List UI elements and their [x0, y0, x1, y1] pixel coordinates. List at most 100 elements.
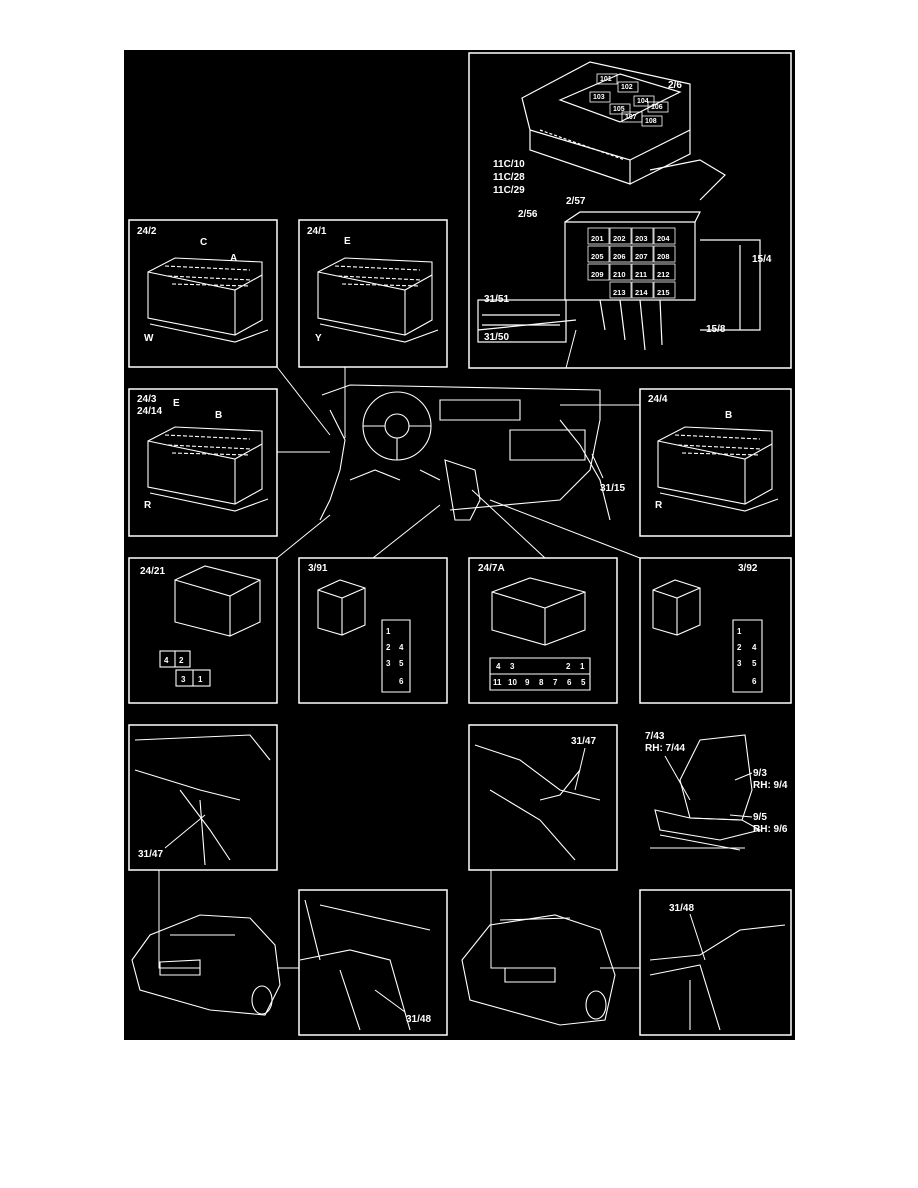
car-right-illustration — [461, 914, 616, 1026]
pin-24-7a-top-3: 3 — [510, 662, 515, 671]
ecu-relay-104: 104 — [637, 98, 649, 105]
pin-24-21-4: 4 — [164, 656, 169, 665]
car-left-illustration — [131, 914, 281, 1016]
pin-3-91-5: 5 — [399, 659, 404, 668]
leader-lines — [158, 329, 641, 969]
connector-24-7a — [489, 577, 591, 691]
ground-label-right-bottom: 31/48 — [669, 903, 694, 914]
fuse-box-illustration — [477, 61, 761, 351]
relay-209-cell — [587, 263, 610, 281]
ecu-relay-103-cell — [589, 91, 611, 103]
label-2-57: 2/57 — [566, 196, 586, 207]
relay-205: 205 — [591, 252, 604, 261]
relay-210-cell — [609, 263, 632, 281]
panel-ground-left-bottom — [298, 889, 448, 1036]
pin-24-7a-bottom-11: 11 — [493, 678, 502, 687]
relay-215: 215 — [657, 288, 670, 297]
pin-3-92-2: 2 — [737, 643, 742, 652]
panel-24-2-letter-w: W — [144, 333, 154, 344]
label-2-56: 2/56 — [518, 209, 538, 220]
relay-201-cell — [587, 227, 610, 245]
ecu-relay-102: 102 — [621, 84, 633, 91]
relay-207-cell — [631, 245, 654, 263]
panel-24-3-title2: 24/14 — [137, 406, 162, 417]
pin-24-7a-top-4: 4 — [496, 662, 501, 671]
relay-213: 213 — [613, 288, 626, 297]
pin-3-91-2: 2 — [386, 643, 391, 652]
diagram-background — [124, 50, 795, 1040]
seat-label-7-43: 7/43 — [645, 731, 665, 742]
ground-label-right-top: 31/47 — [571, 736, 596, 747]
relay-208-cell — [653, 245, 676, 263]
pin-labels: 4 2 3 1 1 2 3 4 5 6 4 3 2 1 11 10 9 8 7 … — [164, 627, 757, 687]
pin-3-91-1: 1 — [386, 627, 391, 636]
pin-24-21-1: 1 — [198, 675, 203, 684]
panel-24-4 — [639, 388, 792, 537]
ecu-relay-105: 105 — [613, 106, 625, 113]
relay-206-cell — [609, 245, 632, 263]
connector-3-92 — [652, 579, 763, 693]
relay-212-cell — [653, 263, 676, 281]
label-11c-10: 11C/10 — [493, 159, 525, 170]
relay-204-cell — [653, 227, 676, 245]
pin-24-7a-bottom-9: 9 — [525, 678, 530, 687]
ground-label-left-top: 31/47 — [138, 849, 163, 860]
relay-202: 202 — [613, 234, 626, 243]
relay-206: 206 — [613, 252, 626, 261]
panel-24-3-letter-b: B — [215, 410, 222, 421]
pin-3-92-4: 4 — [752, 643, 757, 652]
panel-24-3 — [128, 388, 278, 537]
panel-24-21-title: 24/21 — [140, 566, 165, 577]
panel-24-1-letter-e: E — [344, 236, 351, 247]
panel-ground-right-bottom — [639, 889, 792, 1036]
relay-211-cell — [631, 263, 654, 281]
relay-204: 204 — [657, 234, 670, 243]
label-11c-29: 11C/29 — [493, 185, 525, 196]
relay-214-cell — [631, 281, 654, 299]
seat-label-rh-9-4: RH: 9/4 — [753, 780, 788, 791]
ground-label-left-bottom: 31/48 — [406, 1014, 431, 1025]
panel-3-92-title: 3/92 — [738, 563, 758, 574]
relay-block-24-1 — [317, 257, 439, 343]
pin-3-91-6: 6 — [399, 677, 404, 686]
pin-24-7a-bottom-5: 5 — [581, 678, 586, 687]
relay-215-cell — [653, 281, 676, 299]
panel-3-92 — [639, 557, 792, 704]
relay-201: 201 — [591, 234, 604, 243]
ecu-relay-106-cell — [647, 101, 669, 113]
label-11c-28: 11C/28 — [493, 172, 525, 183]
pin-24-7a-top-1: 1 — [580, 662, 585, 671]
pin-3-92-5: 5 — [752, 659, 757, 668]
label-31-15: 31/15 — [600, 483, 625, 494]
connector-3-91 — [317, 579, 411, 693]
relay-212: 212 — [657, 270, 670, 279]
pin-24-7a-bottom-6: 6 — [567, 678, 572, 687]
relay-209: 209 — [591, 270, 604, 279]
label-15-4: 15/4 — [752, 254, 772, 265]
relay-214: 214 — [635, 288, 648, 297]
label-31-51: 31/51 — [484, 294, 509, 305]
pin-3-91-4: 4 — [399, 643, 404, 652]
pin-24-21-2: 2 — [179, 656, 184, 665]
pin-24-7a-bottom-7: 7 — [553, 678, 558, 687]
seat-label-9-3: 9/3 — [753, 768, 767, 779]
panel-24-4-title: 24/4 — [648, 394, 668, 405]
ecu-relay-108: 108 — [645, 118, 657, 125]
panel-24-4-letter-b: B — [725, 410, 732, 421]
pin-24-7a-bottom-10: 10 — [508, 678, 517, 687]
relay-202-cell — [609, 227, 632, 245]
panel-24-2-title: 24/2 — [137, 226, 157, 237]
relay-205-cell — [587, 245, 610, 263]
panel-24-3-letter-r: R — [144, 500, 152, 511]
connector-24-21 — [159, 565, 261, 687]
ecu-relay-104-cell — [633, 95, 655, 107]
relay-213-cell — [609, 281, 632, 299]
panel-24-1-title: 24/1 — [307, 226, 327, 237]
label-2-6: 2/6 — [668, 80, 682, 91]
relay-block-24-4 — [657, 426, 779, 512]
relay-block-24-3 — [147, 426, 269, 512]
panel-24-2 — [128, 219, 278, 368]
seat-label-rh-9-6: RH: 9/6 — [753, 824, 788, 835]
panel-24-1 — [298, 219, 448, 368]
